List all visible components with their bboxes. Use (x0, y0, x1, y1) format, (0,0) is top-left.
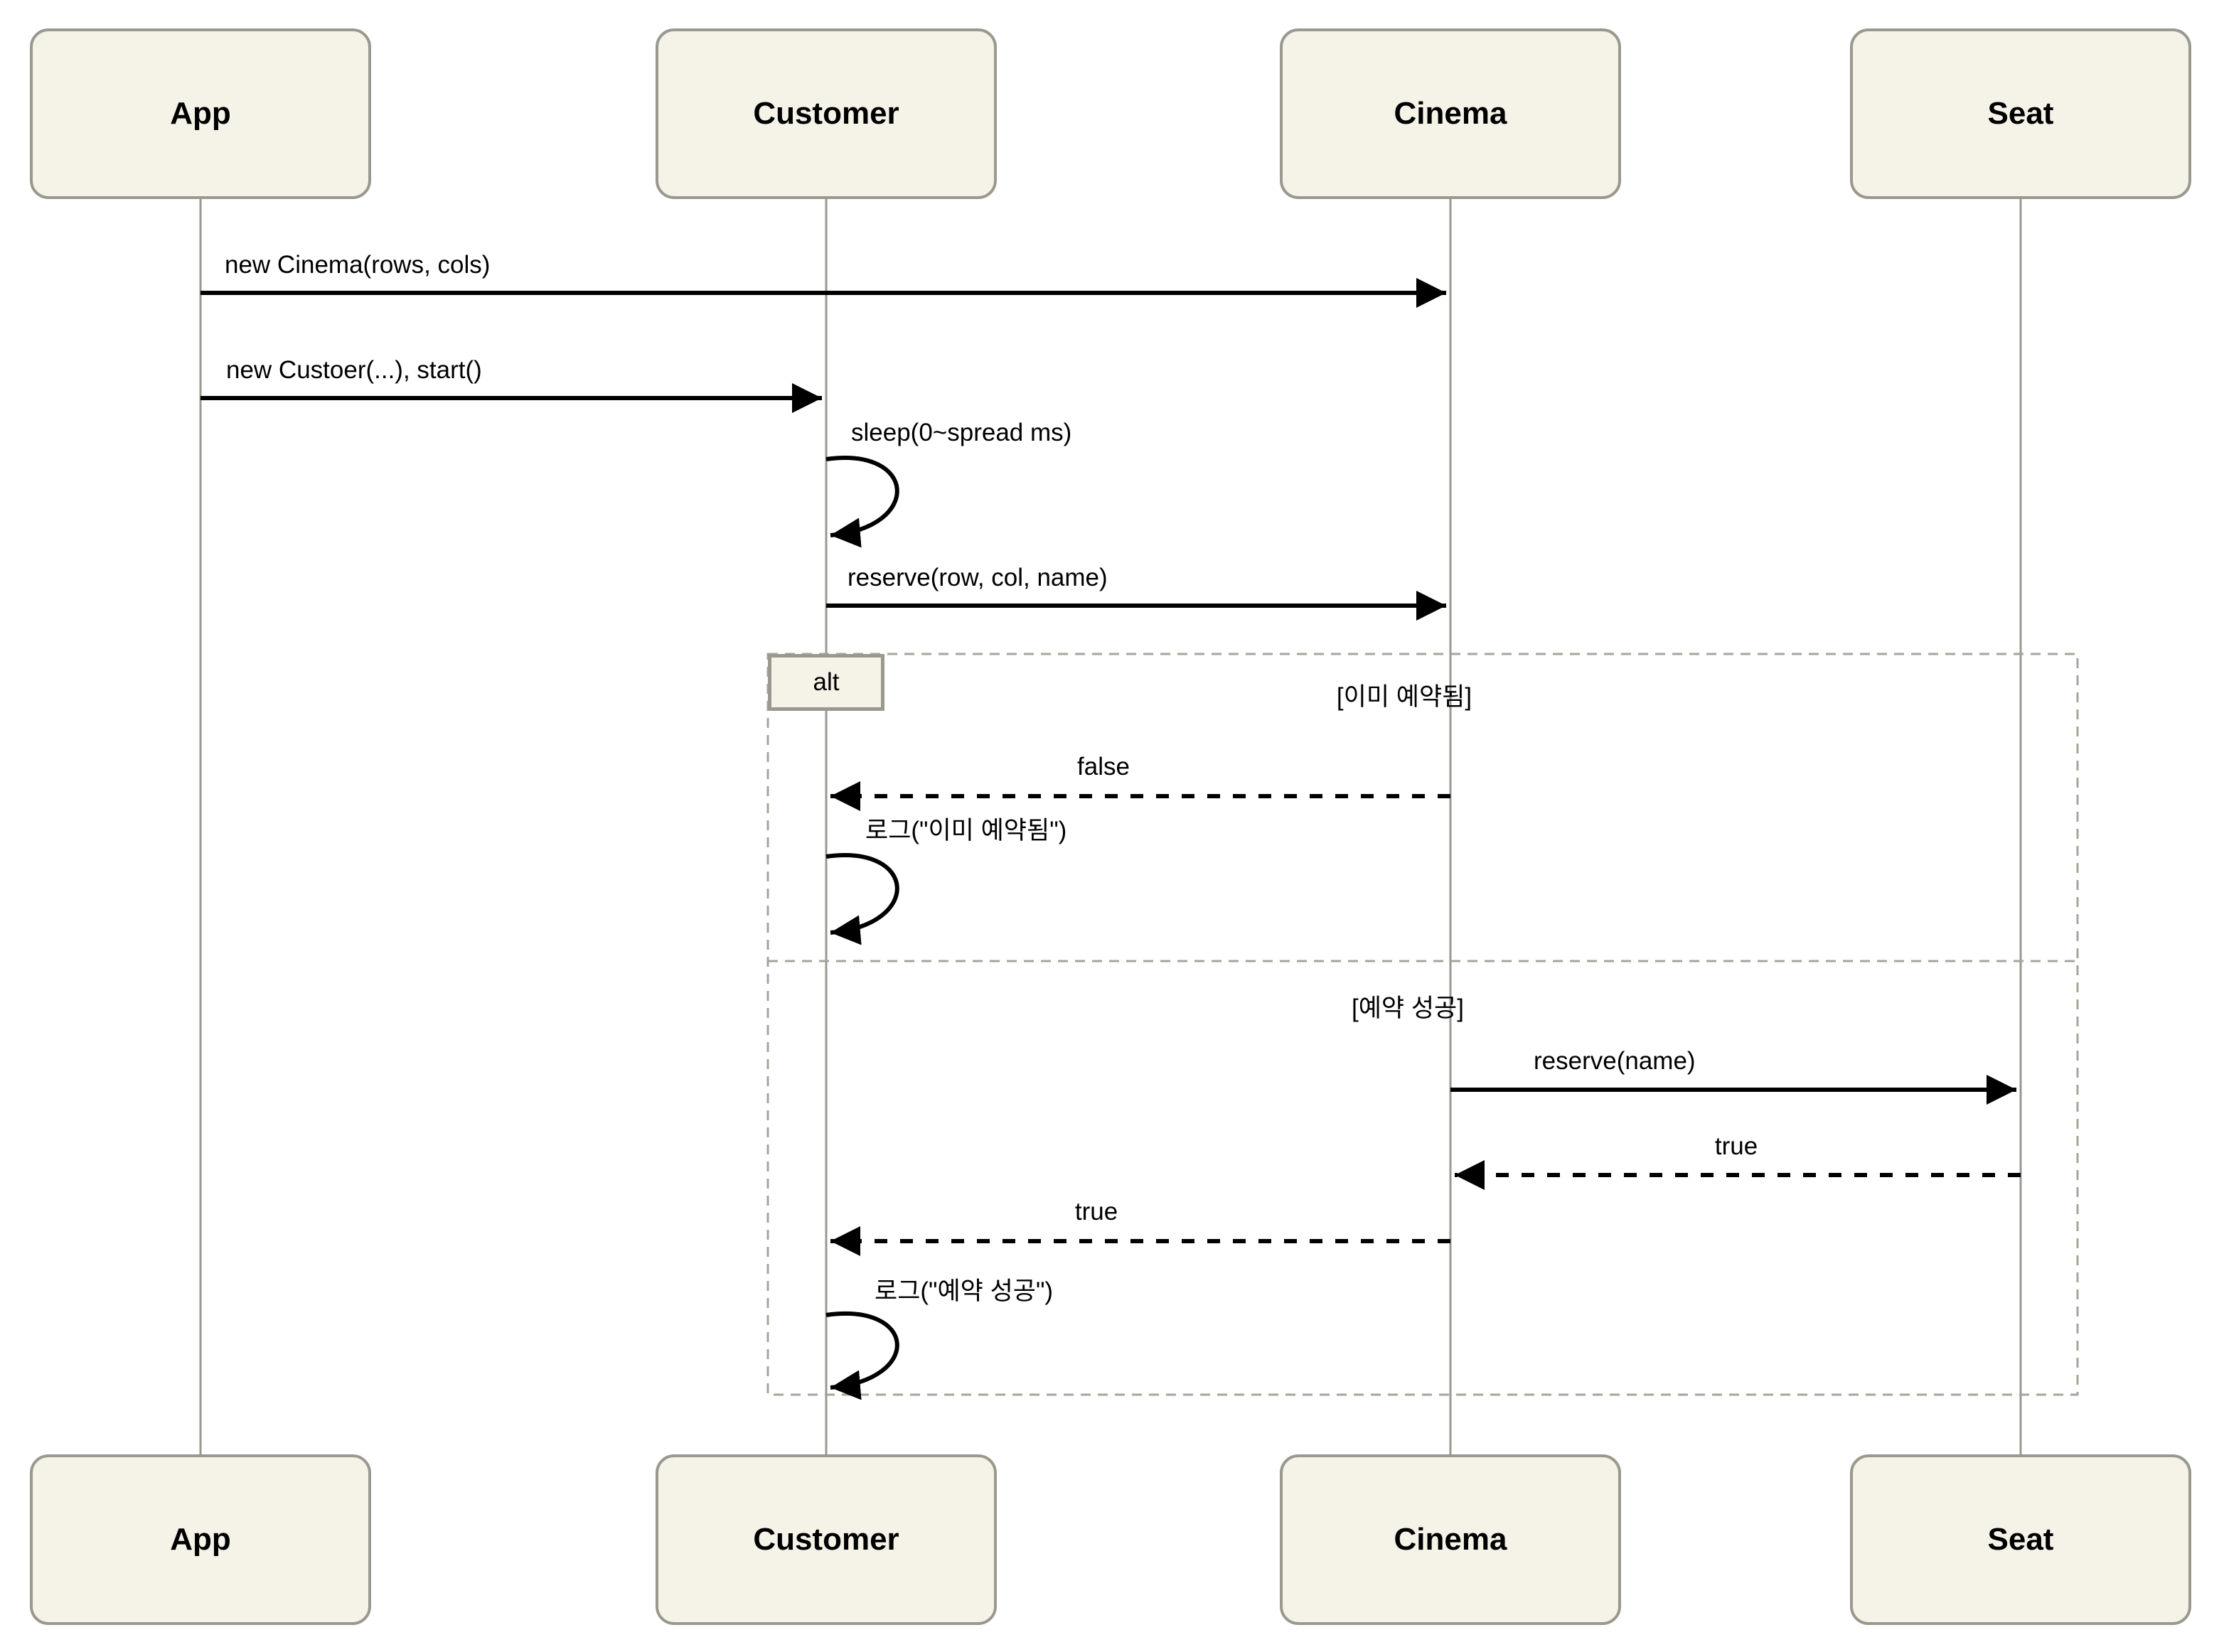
message-label-true-to-customer: true (1074, 1198, 1118, 1225)
self-loop-sleep (825, 456, 899, 548)
message-label-new-cinema: new Cinema(rows, cols) (225, 251, 491, 279)
message-label-sleep: sleep(0~spread ms) (851, 419, 1072, 446)
message-label-new-customer: new Custoer(...), start() (226, 356, 482, 384)
message-label-reserve-row-col-name: reserve(row, col, name) (848, 564, 1108, 591)
self-loop-log-success (825, 1312, 899, 1400)
participant-top-app: App (30, 28, 371, 199)
participant-top-cinema: Cinema (1280, 28, 1621, 199)
message-label-false: false (1077, 753, 1130, 781)
participant-bottom-cinema: Cinema (1280, 1454, 1621, 1625)
participant-bottom-customer: Customer (656, 1454, 997, 1625)
alt-operator-label: alt (768, 654, 884, 711)
participant-top-customer: Customer (656, 28, 997, 199)
alt-condition-success: [예약 성공] (1352, 994, 1464, 1022)
alt-frame (766, 653, 2079, 1396)
message-label-true-to-cinema: true (1714, 1132, 1758, 1160)
alt-condition-already-reserved: [이미 예약됨] (1336, 683, 1472, 711)
message-label-log-already-reserved: 로그("이미 예약됨") (865, 817, 1067, 844)
participant-bottom-seat: Seat (1850, 1454, 2191, 1625)
self-loop-log-already-reserved (825, 853, 899, 945)
message-label-reserve-name: reserve(name) (1534, 1047, 1696, 1075)
message-label-log-success: 로그("예약 성공") (875, 1277, 1054, 1305)
participant-top-seat: Seat (1850, 28, 2191, 199)
participant-bottom-app: App (30, 1454, 371, 1625)
